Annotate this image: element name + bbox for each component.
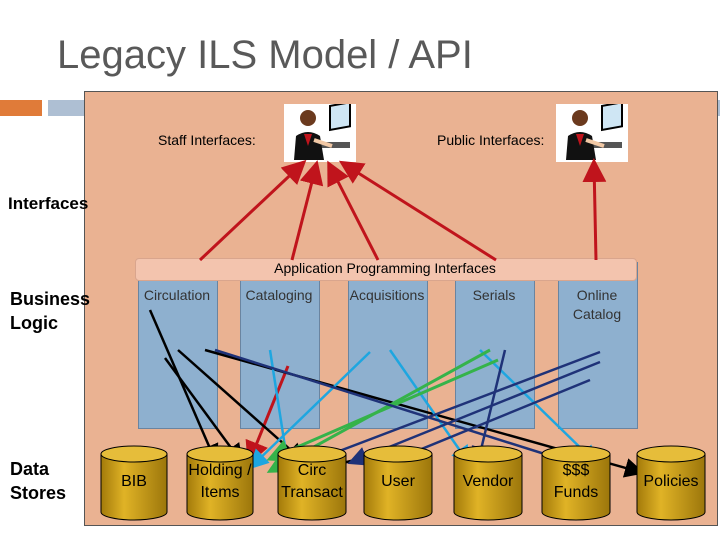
module-label: Circulation xyxy=(143,287,211,303)
arrow-acq-staff xyxy=(327,160,380,261)
navy-arrows xyxy=(214,348,601,471)
module-label: Acquisitions xyxy=(349,287,425,303)
store-vendor xyxy=(453,445,523,521)
arrow-ser-staff xyxy=(338,160,497,262)
module-online-catalog xyxy=(558,262,638,429)
store-bib xyxy=(100,445,168,521)
interface-arrows xyxy=(198,158,607,466)
accent-bar-orange xyxy=(0,100,42,116)
store-holdings xyxy=(186,445,254,521)
store-funds xyxy=(541,445,611,521)
staff-interfaces-label: Staff Interfaces: xyxy=(158,132,256,148)
module-label: Serials xyxy=(472,287,516,303)
arrow-opac-public xyxy=(582,158,607,261)
staff-person-icon xyxy=(284,104,356,162)
store-circ xyxy=(277,445,347,521)
api-label: Application Programming Interfaces xyxy=(274,260,496,276)
arrow-red-holdings xyxy=(245,365,290,466)
data-store-cylinders xyxy=(100,445,706,521)
arrow-cat-staff xyxy=(290,160,324,261)
store-label-circ: Circ Transact xyxy=(281,462,343,501)
data-stores-label: Data Stores xyxy=(10,459,67,503)
store-label-user: User xyxy=(381,473,415,490)
store-label-funds: $$$ Funds xyxy=(553,462,599,501)
business-logic-label: Business Logic xyxy=(10,289,91,333)
store-label-policies: Policies xyxy=(643,473,699,490)
public-interfaces-label: Public Interfaces: xyxy=(437,132,545,148)
store-policies xyxy=(636,445,706,521)
module-label: Online Catalog xyxy=(572,287,622,322)
store-user xyxy=(363,445,433,521)
module-label: Cataloging xyxy=(245,287,313,303)
arrow-circ-staff xyxy=(198,159,307,262)
api-bar xyxy=(135,258,637,281)
slide-title: Legacy ILS Model / API xyxy=(57,33,473,77)
interfaces-label: Interfaces xyxy=(8,194,89,213)
store-label-bib: BIB xyxy=(121,473,147,490)
store-label-holdings: Holding / Items xyxy=(188,462,252,501)
public-person-icon xyxy=(556,104,628,162)
store-label-vendor: Vendor xyxy=(462,473,514,490)
